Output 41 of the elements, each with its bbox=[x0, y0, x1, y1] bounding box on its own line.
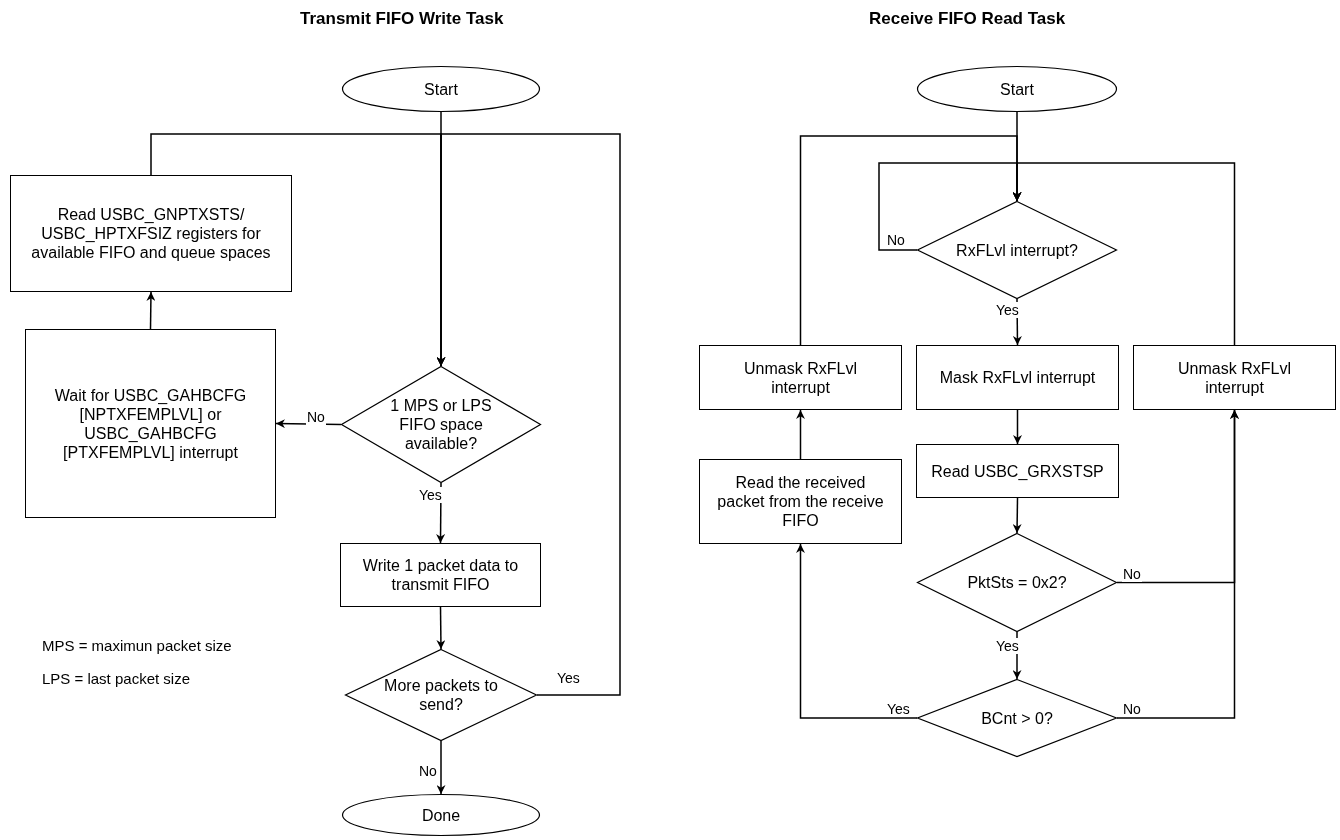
arrow bbox=[1013, 409, 1022, 445]
edge-label: No bbox=[1122, 566, 1142, 582]
process-box: Read USBC_GRXSTSP bbox=[916, 444, 1119, 498]
terminal-text: Done bbox=[421, 805, 461, 825]
arrow bbox=[1012, 162, 1236, 346]
edge-label: Yes bbox=[418, 487, 443, 503]
arrow bbox=[1012, 497, 1022, 534]
edge-label: Yes bbox=[995, 638, 1020, 654]
arrow bbox=[436, 606, 446, 650]
edge-label: No bbox=[418, 763, 438, 779]
edge-label: Yes bbox=[556, 670, 581, 686]
process-box: Write 1 packet data to transmit FIFO bbox=[340, 543, 541, 607]
edge-label: No bbox=[306, 409, 326, 425]
process-box: Read USBC_GNPTXSTS/ USBC_HPTXFSIZ registers for available FIFO and queue spaces bbox=[10, 175, 292, 292]
arrow bbox=[436, 133, 621, 696]
arrow bbox=[146, 291, 156, 330]
decision-text: 1 MPS or LPS FIFO space available? bbox=[389, 396, 493, 453]
decision-text: BCnt > 0? bbox=[981, 708, 1053, 728]
process-box: Read the received packet from the receive FIFO bbox=[699, 459, 902, 544]
terminal-text: Start bbox=[1000, 79, 1034, 99]
process-box: Wait for USBC_GAHBCFG [NPTXFEMPLVL] or USBC_GAHBCFG [PTXFEMPLVL] interrupt bbox=[25, 329, 276, 518]
arrow bbox=[796, 543, 918, 719]
arrow bbox=[1116, 409, 1239, 719]
edge-label: Yes bbox=[995, 302, 1020, 318]
process-box: Unmask RxFLvl interrupt bbox=[699, 345, 902, 410]
arrow bbox=[275, 419, 342, 429]
edge-label: Yes bbox=[886, 701, 911, 717]
edge-label: No bbox=[886, 232, 906, 248]
chart-title: Transmit FIFO Write Task bbox=[300, 10, 504, 28]
decision-text: More packets to send? bbox=[383, 676, 499, 714]
edge-label: No bbox=[1122, 701, 1142, 717]
arrow bbox=[796, 409, 805, 460]
arrow bbox=[436, 740, 446, 795]
terminal-text: Start bbox=[424, 79, 458, 99]
decision-text: PktSts = 0x2? bbox=[967, 573, 1067, 592]
note-text: MPS = maximun packet size bbox=[42, 637, 232, 655]
chart-title: Receive FIFO Read Task bbox=[869, 10, 1066, 28]
decision-text: RxFLvl interrupt? bbox=[956, 240, 1078, 260]
process-box: Mask RxFLvl interrupt bbox=[916, 345, 1119, 410]
process-box: Unmask RxFLvl interrupt bbox=[1133, 345, 1336, 410]
note-text: LPS = last packet size bbox=[42, 670, 190, 688]
